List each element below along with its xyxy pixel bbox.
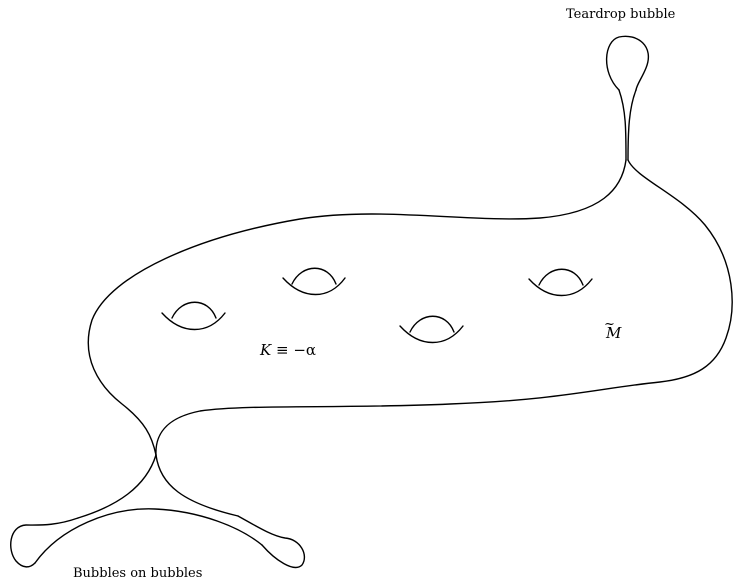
handle-4 [528,268,593,297]
curvature-symbol: K [260,341,272,359]
handle-3 [399,315,464,344]
lower-neck-right [155,454,239,517]
lower-neck-left [77,454,157,519]
handle-1 [161,301,226,331]
teardrop-neck-right [627,89,637,161]
main-surface-right-outline [155,159,733,456]
teardrop-bubble-label: Teardrop bubble [566,7,676,22]
handle-2 [282,267,346,296]
teardrop-neck-left [618,89,627,161]
manifold-tilde-accent: ~ [604,317,615,332]
manifold-symbol: M [606,324,622,342]
middle-arch-bubble [34,508,263,564]
main-surface-upper-outline [87,159,627,456]
curvature-equation-label: K ≡ −α [260,343,316,358]
teardrop-bubble [605,35,649,91]
manifold-label: ~M [604,318,622,342]
curvature-value: ≡ −α [271,341,317,359]
left-small-bubble [10,517,79,568]
bubbles-on-bubbles-label: Bubbles on bubbles [73,566,203,581]
right-small-bubble [237,515,306,569]
